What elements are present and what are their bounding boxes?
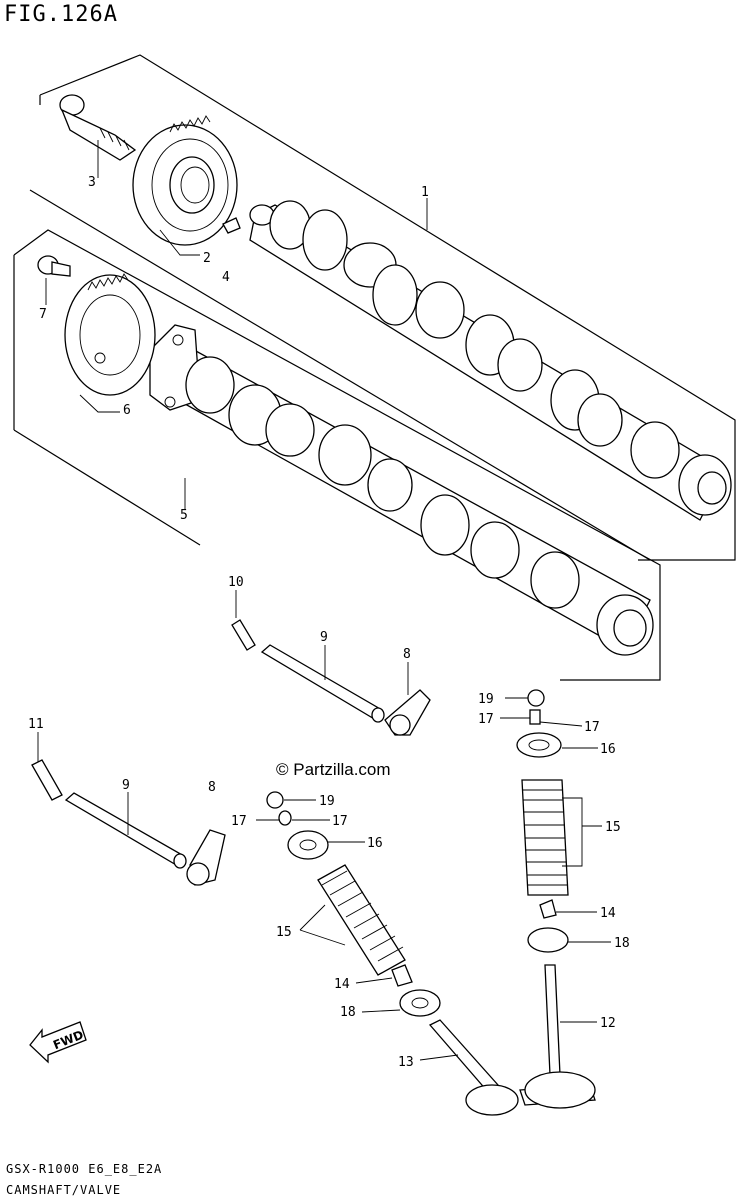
callout-4: 4 — [222, 270, 230, 285]
bolt-3 — [59, 94, 137, 161]
rocker-arm-8-upper — [384, 689, 431, 736]
callout-18b: 18 — [340, 1005, 356, 1020]
callout-12: 12 — [600, 1016, 616, 1031]
rocker-shaft-lower — [31, 759, 226, 886]
partzilla-watermark: © Partzilla.com — [276, 760, 391, 779]
callout-14a: 14 — [600, 906, 616, 921]
callout-13: 13 — [398, 1055, 414, 1070]
callout-9b: 9 — [122, 778, 130, 793]
valve-spring-15-right — [521, 779, 569, 896]
fwd-direction-arrow: FWD — [29, 1021, 87, 1064]
callout-1: 1 — [421, 185, 429, 200]
callout-17b: 17 — [584, 720, 600, 735]
figure-code: GSX-R1000 E6_E8_E2A — [6, 1162, 163, 1176]
callout-9a: 9 — [320, 630, 328, 645]
callout-labels: 1 2 3 4 5 6 7 8 8 9 9 10 11 12 13 14 14 … — [28, 175, 630, 1070]
assembly-box-5 — [13, 229, 661, 681]
callout-5: 5 — [180, 508, 188, 523]
callout-7: 7 — [39, 307, 47, 322]
rocker-shaft-upper — [231, 619, 431, 736]
camshaft-5-group — [13, 229, 661, 681]
figure-title: FIG.126A — [4, 2, 118, 27]
callout-3: 3 — [88, 175, 96, 190]
sprocket-6 — [64, 273, 156, 396]
callout-10: 10 — [228, 575, 244, 590]
camshaft-1-group — [29, 54, 736, 561]
shaft-9-lower — [64, 792, 185, 867]
callout-11: 11 — [28, 717, 44, 732]
valve-assembly-right — [516, 689, 596, 1109]
callout-8b: 8 — [208, 780, 216, 795]
callout-17c: 17 — [231, 814, 247, 829]
callout-16a: 16 — [600, 742, 616, 757]
callout-17d: 17 — [332, 814, 348, 829]
callout-15b: 15 — [276, 925, 292, 940]
callout-14b: 14 — [334, 977, 350, 992]
valve-spring-15-left — [317, 864, 406, 976]
pin-11 — [31, 759, 63, 801]
dowel-pin-4 — [222, 217, 241, 234]
intake-camshaft — [249, 200, 732, 521]
sprocket-2 — [132, 115, 238, 246]
callout-8a: 8 — [403, 647, 411, 662]
leader-lines — [37, 140, 611, 1061]
rocker-arm-8-lower — [186, 829, 226, 886]
valve-assembly-left — [266, 791, 519, 1116]
bolt-7 — [37, 255, 71, 277]
pin-10 — [231, 619, 256, 651]
callout-2: 2 — [203, 251, 211, 266]
shaft-9-upper — [260, 644, 383, 721]
callout-15a: 15 — [605, 820, 621, 835]
callout-19a: 19 — [478, 692, 494, 707]
valve-13 — [428, 1019, 519, 1116]
callout-18a: 18 — [614, 936, 630, 951]
assembly-box-1 — [39, 54, 736, 561]
exhaust-camshaft — [149, 324, 654, 656]
callout-16b: 16 — [367, 836, 383, 851]
figure-name: CAMSHAFT/VALVE — [6, 1183, 122, 1197]
valve-12 — [519, 964, 596, 1109]
callout-6: 6 — [123, 403, 131, 418]
callout-17a: 17 — [478, 712, 494, 727]
callout-19b: 19 — [319, 794, 335, 809]
